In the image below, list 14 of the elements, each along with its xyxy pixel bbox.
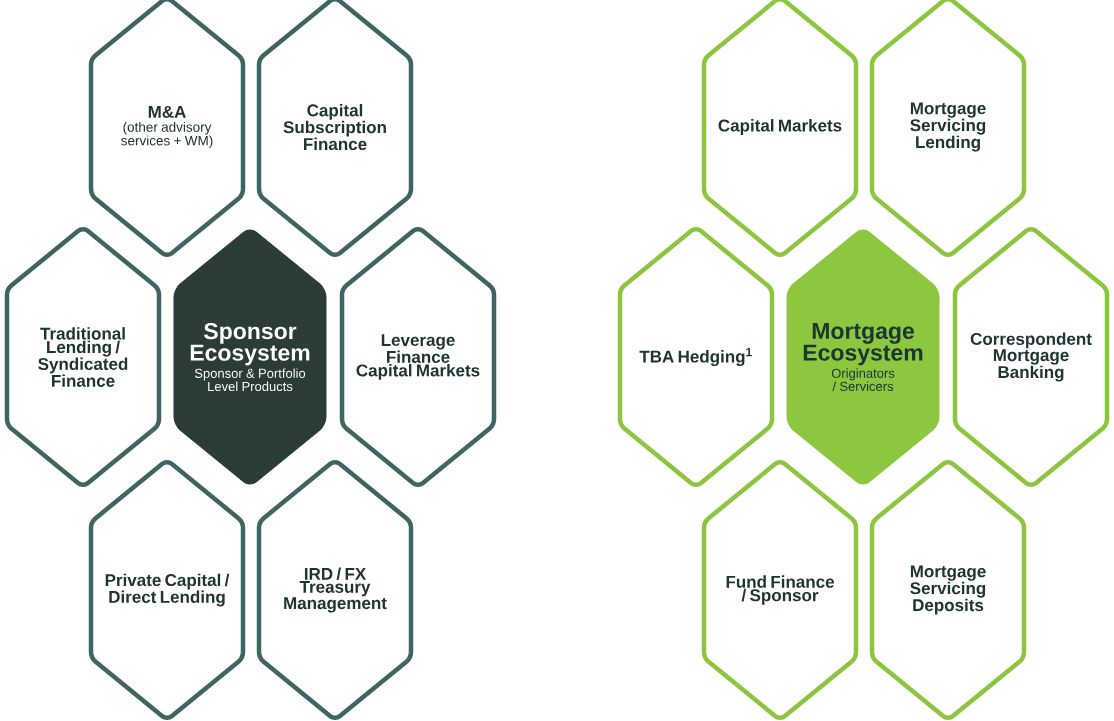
hexagon: Capital Markets	[701, 0, 859, 258]
center-hexagon: Sponsor Ecosystem Sponsor & Portfolio Level Products	[173, 229, 327, 485]
hexagon: Fund Finance / Sponsor	[701, 460, 859, 721]
hexagon: Mortgage Servicing Deposits	[869, 460, 1027, 721]
hexagon: IRD / FX Treasury Management	[256, 460, 414, 721]
hexagon: Private Capital / Direct Lending	[88, 460, 246, 721]
hexagon: Capital Subscription Finance	[256, 0, 414, 258]
hexagon: Leverage Finance Capital Markets	[339, 227, 497, 488]
center-hexagon: Mortgage Ecosystem Originators / Servicers	[786, 229, 940, 485]
hexagon: Correspondent Mortgage Banking	[952, 227, 1110, 488]
hexagon: Traditional Lending / Syndicated Finance	[4, 227, 162, 488]
hexagon: Mortgage Servicing Lending	[869, 0, 1027, 258]
hexagon: M&A (other advisory services + WM)	[88, 0, 246, 258]
hexagon: TBA Hedging$^{1}$	[617, 227, 775, 488]
